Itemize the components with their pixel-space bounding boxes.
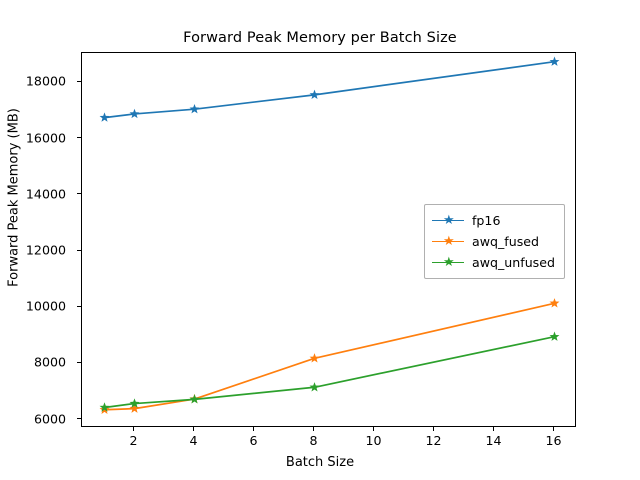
x-tick-mark — [133, 427, 135, 431]
y-tick-label: 8000 — [33, 354, 66, 370]
x-tick-label: 2 — [129, 433, 138, 448]
marker-awq_fused — [309, 353, 320, 363]
plot-area — [81, 52, 576, 427]
line-fp16 — [104, 60, 555, 119]
x-tick-label: 4 — [189, 433, 198, 448]
y-tick-label: 14000 — [25, 186, 66, 202]
x-tick-mark — [493, 427, 495, 431]
x-tick-label: 12 — [425, 433, 442, 448]
marker-awq_unfused — [309, 382, 320, 392]
y-tick-mark — [77, 193, 81, 195]
y-tick-mark — [77, 418, 81, 420]
y-tick-mark — [77, 361, 81, 363]
x-tick-mark — [373, 427, 375, 431]
y-tick-mark — [77, 137, 81, 139]
x-tick-label: 16 — [545, 433, 562, 448]
legend-marker-icon: ★ — [432, 214, 464, 227]
legend-marker-icon: ★ — [432, 256, 464, 269]
legend-label: awq_fused — [472, 234, 540, 249]
legend-item-awq_unfused[interactable]: ★ awq_unfused — [432, 252, 555, 273]
y-tick-label: 18000 — [25, 73, 66, 89]
series-awq_unfused — [99, 331, 560, 412]
line-awq_fused — [104, 302, 555, 411]
marker-awq_unfused — [99, 402, 110, 412]
marker-awq_unfused — [549, 331, 560, 341]
y-tick-mark — [77, 80, 81, 83]
series-awq_fused — [99, 298, 560, 414]
x-tick-label: 14 — [485, 433, 502, 448]
chart-title: Forward Peak Memory per Batch Size — [183, 30, 457, 46]
plot-lines — [99, 56, 560, 414]
legend-item-awq_fused[interactable]: ★ awq_fused — [432, 231, 555, 252]
marker-awq_fused — [129, 403, 140, 413]
x-tick-label: 8 — [309, 433, 318, 448]
legend-marker-icon: ★ — [432, 235, 464, 248]
marker-awq_fused — [549, 298, 560, 308]
y-axis-tick-labels: 6000 8000 10000 12000 14000 16000 18000 — [0, 0, 76, 480]
x-tick-label: 10 — [365, 433, 382, 448]
legend-item-fp16[interactable]: ★ fp16 — [432, 210, 555, 231]
y-tick-label: 12000 — [25, 242, 66, 258]
y-tick-mark — [77, 305, 81, 307]
marker-fp16 — [549, 56, 560, 66]
chart-legend[interactable]: ★ fp16 ★ awq_fused ★ awq_unfused — [424, 204, 565, 279]
x-tick-mark — [553, 427, 555, 431]
marker-fp16 — [309, 89, 320, 100]
marker-awq_unfused — [129, 398, 140, 408]
x-axis-label: Batch Size — [285, 455, 355, 470]
legend-label: fp16 — [472, 213, 501, 228]
legend-label: awq_unfused — [472, 255, 555, 270]
x-tick-mark — [313, 427, 315, 431]
marker-fp16 — [189, 103, 200, 114]
y-tick-label: 6000 — [33, 411, 66, 427]
x-tick-mark — [193, 427, 195, 431]
series-fp16 — [99, 56, 560, 122]
line-awq_unfused — [104, 335, 555, 409]
y-axis-label: Forward Peak Memory (MB) — [6, 108, 22, 287]
y-tick-label: 16000 — [25, 130, 66, 146]
marker-fp16 — [99, 112, 110, 122]
x-tick-label: 6 — [249, 433, 258, 448]
x-tick-mark — [253, 427, 255, 431]
y-tick-label: 10000 — [25, 298, 66, 314]
y-tick-mark — [77, 249, 81, 251]
marker-awq_unfused — [189, 394, 200, 404]
x-tick-mark — [433, 427, 435, 431]
marker-fp16 — [129, 108, 140, 119]
